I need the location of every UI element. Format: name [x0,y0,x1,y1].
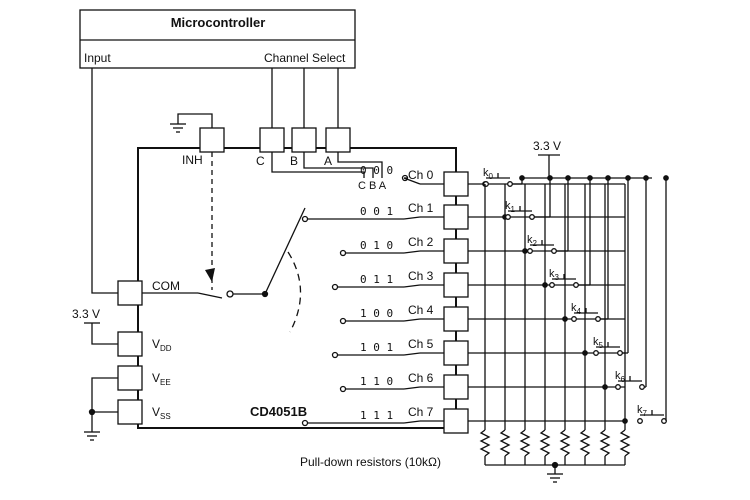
switch-label: k1 [505,200,516,214]
pulldown-resistor [559,184,571,465]
input-wire [91,68,118,294]
chip-name: CD4051B [250,404,307,419]
switch-k4: k4 [571,175,611,322]
microcontroller-title: Microcontroller [171,15,266,30]
channel-4: 1 0 0 Ch 4 k4 [339,175,625,332]
channel-7: 1 1 1 Ch 7 k7 [301,175,669,434]
select-b-label: B [290,154,298,168]
supply-pins: 3.3 V VDD VEE VSS [72,307,172,441]
microcontroller-block: Microcontroller Input Channel Select [79,9,356,69]
channel-code: 0 0 1 [360,205,393,218]
channel-pin [443,408,469,434]
vss-label: VSS [152,405,171,421]
right-supply-voltage: 3.3 V [533,139,561,153]
switch-label: k3 [549,268,560,282]
pulldown-resistor [499,184,511,465]
vss-pin [117,399,143,425]
channel-label: Ch 4 [408,303,434,317]
switch-label: k7 [637,404,648,418]
pulldown-bus: Pull-down resistors (10kΩ) [300,455,625,483]
cd4051b-chip-outline [137,147,457,429]
channel-0: 0 0 0 Ch 0 k0 [360,164,625,197]
pulldown-resistor [599,184,611,465]
channel-code: 1 0 1 [360,341,393,354]
left-supply-voltage: 3.3 V [72,307,100,321]
channel-select-wires [271,68,383,178]
channel-pin [443,272,469,298]
channel-code: 0 0 0 [360,164,393,177]
switch-label: k0 [483,167,494,181]
channel-label: Ch 3 [408,269,434,283]
channels-layer: 0 0 0 Ch 0 k0 0 0 1 Ch 1 k1 0 1 0 Ch 2 k2 0 1 1 Ch… [301,164,669,465]
channel-label: Ch 7 [408,405,434,419]
channel-pin [443,171,469,197]
channel-code: 0 1 0 [360,239,393,252]
vdd-label: VDD [152,337,172,353]
channel-label: Ch 2 [408,235,434,249]
switch-label: k6 [615,370,626,384]
channel-pin [443,204,469,230]
input-label: Input [84,51,111,65]
channel-pin [443,374,469,400]
channel-3: 0 1 1 Ch 3 k3 [331,175,625,298]
select-c-label: C [256,154,265,168]
channel-pin [443,340,469,366]
channel-select-label: Channel Select [264,51,346,65]
vee-label: VEE [152,371,171,387]
channel-1: 0 0 1 Ch 1 k1 [301,175,625,230]
inh-pin: INH [170,113,225,167]
switch-k2: k2 [527,175,571,254]
channel-pin [443,238,469,264]
switch-k6: k6 [615,175,649,390]
select-pins: C B A C B A [256,127,387,192]
channel-label: Ch 5 [408,337,434,351]
pulldown-resistor [539,184,551,465]
vdd-pin [117,331,143,357]
pulldown-resistor [479,184,491,465]
com-pin: COM [117,207,306,333]
right-supply: 3.3 V [522,139,652,179]
channel-label: Ch 6 [408,371,434,385]
pulldown-resistor [519,184,531,465]
pulldown-resistor [619,184,631,465]
channel-code: 1 1 1 [360,409,393,422]
channel-code: 1 1 0 [360,375,393,388]
channel-pin [443,306,469,332]
pulldown-resistor [579,184,591,465]
switch-k7: k7 [637,175,669,424]
select-a-label: A [324,154,332,168]
inh-label: INH [182,153,203,167]
switch-k3: k3 [549,175,593,288]
channel-code: 0 1 1 [360,273,393,286]
switch-label: k5 [593,336,604,350]
pulldown-label: Pull-down resistors (10kΩ) [300,455,441,469]
vee-pin [117,365,143,391]
channel-label: Ch 0 [408,168,434,182]
switch-label: k2 [527,234,538,248]
com-label: COM [152,279,180,293]
select-cba-label: C B A [358,180,387,192]
switch-label: k4 [571,302,582,316]
channel-label: Ch 1 [408,201,434,215]
channel-code: 1 0 0 [360,307,393,320]
